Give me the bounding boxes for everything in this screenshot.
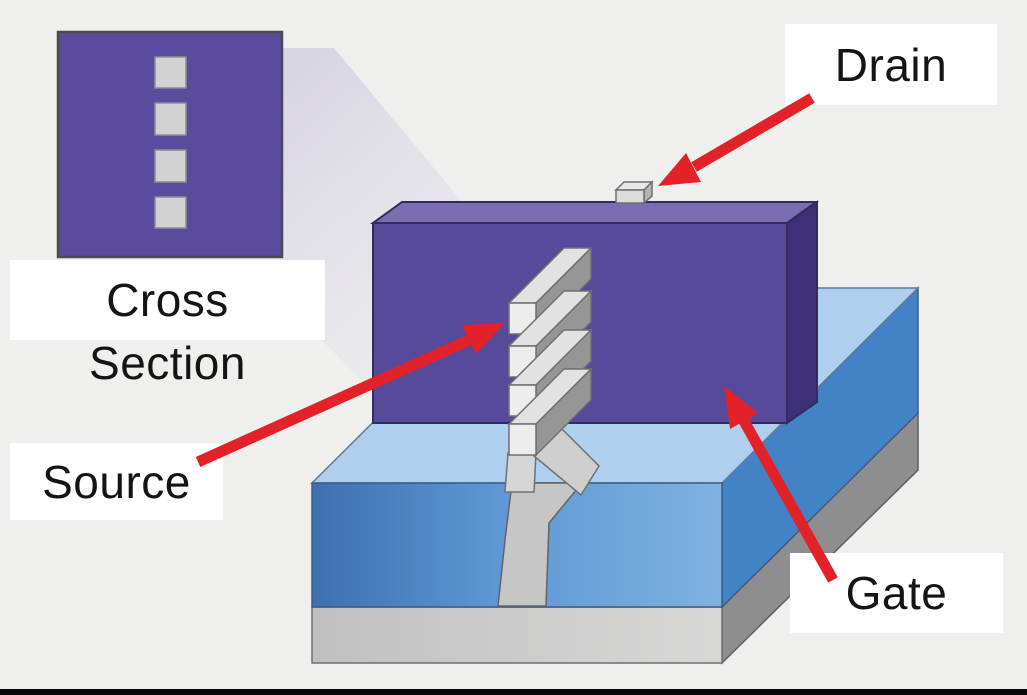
nanosheet-end-face bbox=[508, 423, 537, 456]
fin-front-strip bbox=[504, 452, 537, 493]
source-label: Source bbox=[10, 443, 223, 520]
drain-tab bbox=[614, 180, 654, 205]
gate-top-face bbox=[369, 201, 820, 224]
gate-label: Gate bbox=[790, 553, 1003, 633]
drain-label-text: Drain bbox=[834, 38, 948, 91]
nanosheet bbox=[507, 367, 593, 457]
inset-sheet-square bbox=[154, 149, 187, 183]
inset-sheet-square bbox=[154, 102, 187, 136]
drain-label: Drain bbox=[785, 24, 997, 105]
cross-section-label-text1: Cross bbox=[106, 274, 229, 326]
fin-pedestal bbox=[497, 427, 600, 607]
source-label-text: Source bbox=[42, 455, 191, 508]
inset-sheet-square bbox=[154, 56, 187, 89]
gate-side-face bbox=[786, 200, 818, 425]
cross-section-label-line1: Cross bbox=[10, 260, 325, 340]
cross-section-label-text2: Section bbox=[89, 337, 246, 389]
gate-block bbox=[369, 200, 820, 425]
nanosheet-stack bbox=[507, 246, 593, 457]
substrate-front-face bbox=[311, 606, 723, 664]
cross-section-inset bbox=[56, 30, 284, 259]
drain-tab-front-face bbox=[615, 189, 645, 204]
bottom-border-bar bbox=[0, 689, 1027, 695]
cross-section-label-line2: Section bbox=[10, 337, 325, 389]
inset-sheet-square bbox=[154, 196, 187, 229]
gate-label-text: Gate bbox=[845, 567, 948, 619]
